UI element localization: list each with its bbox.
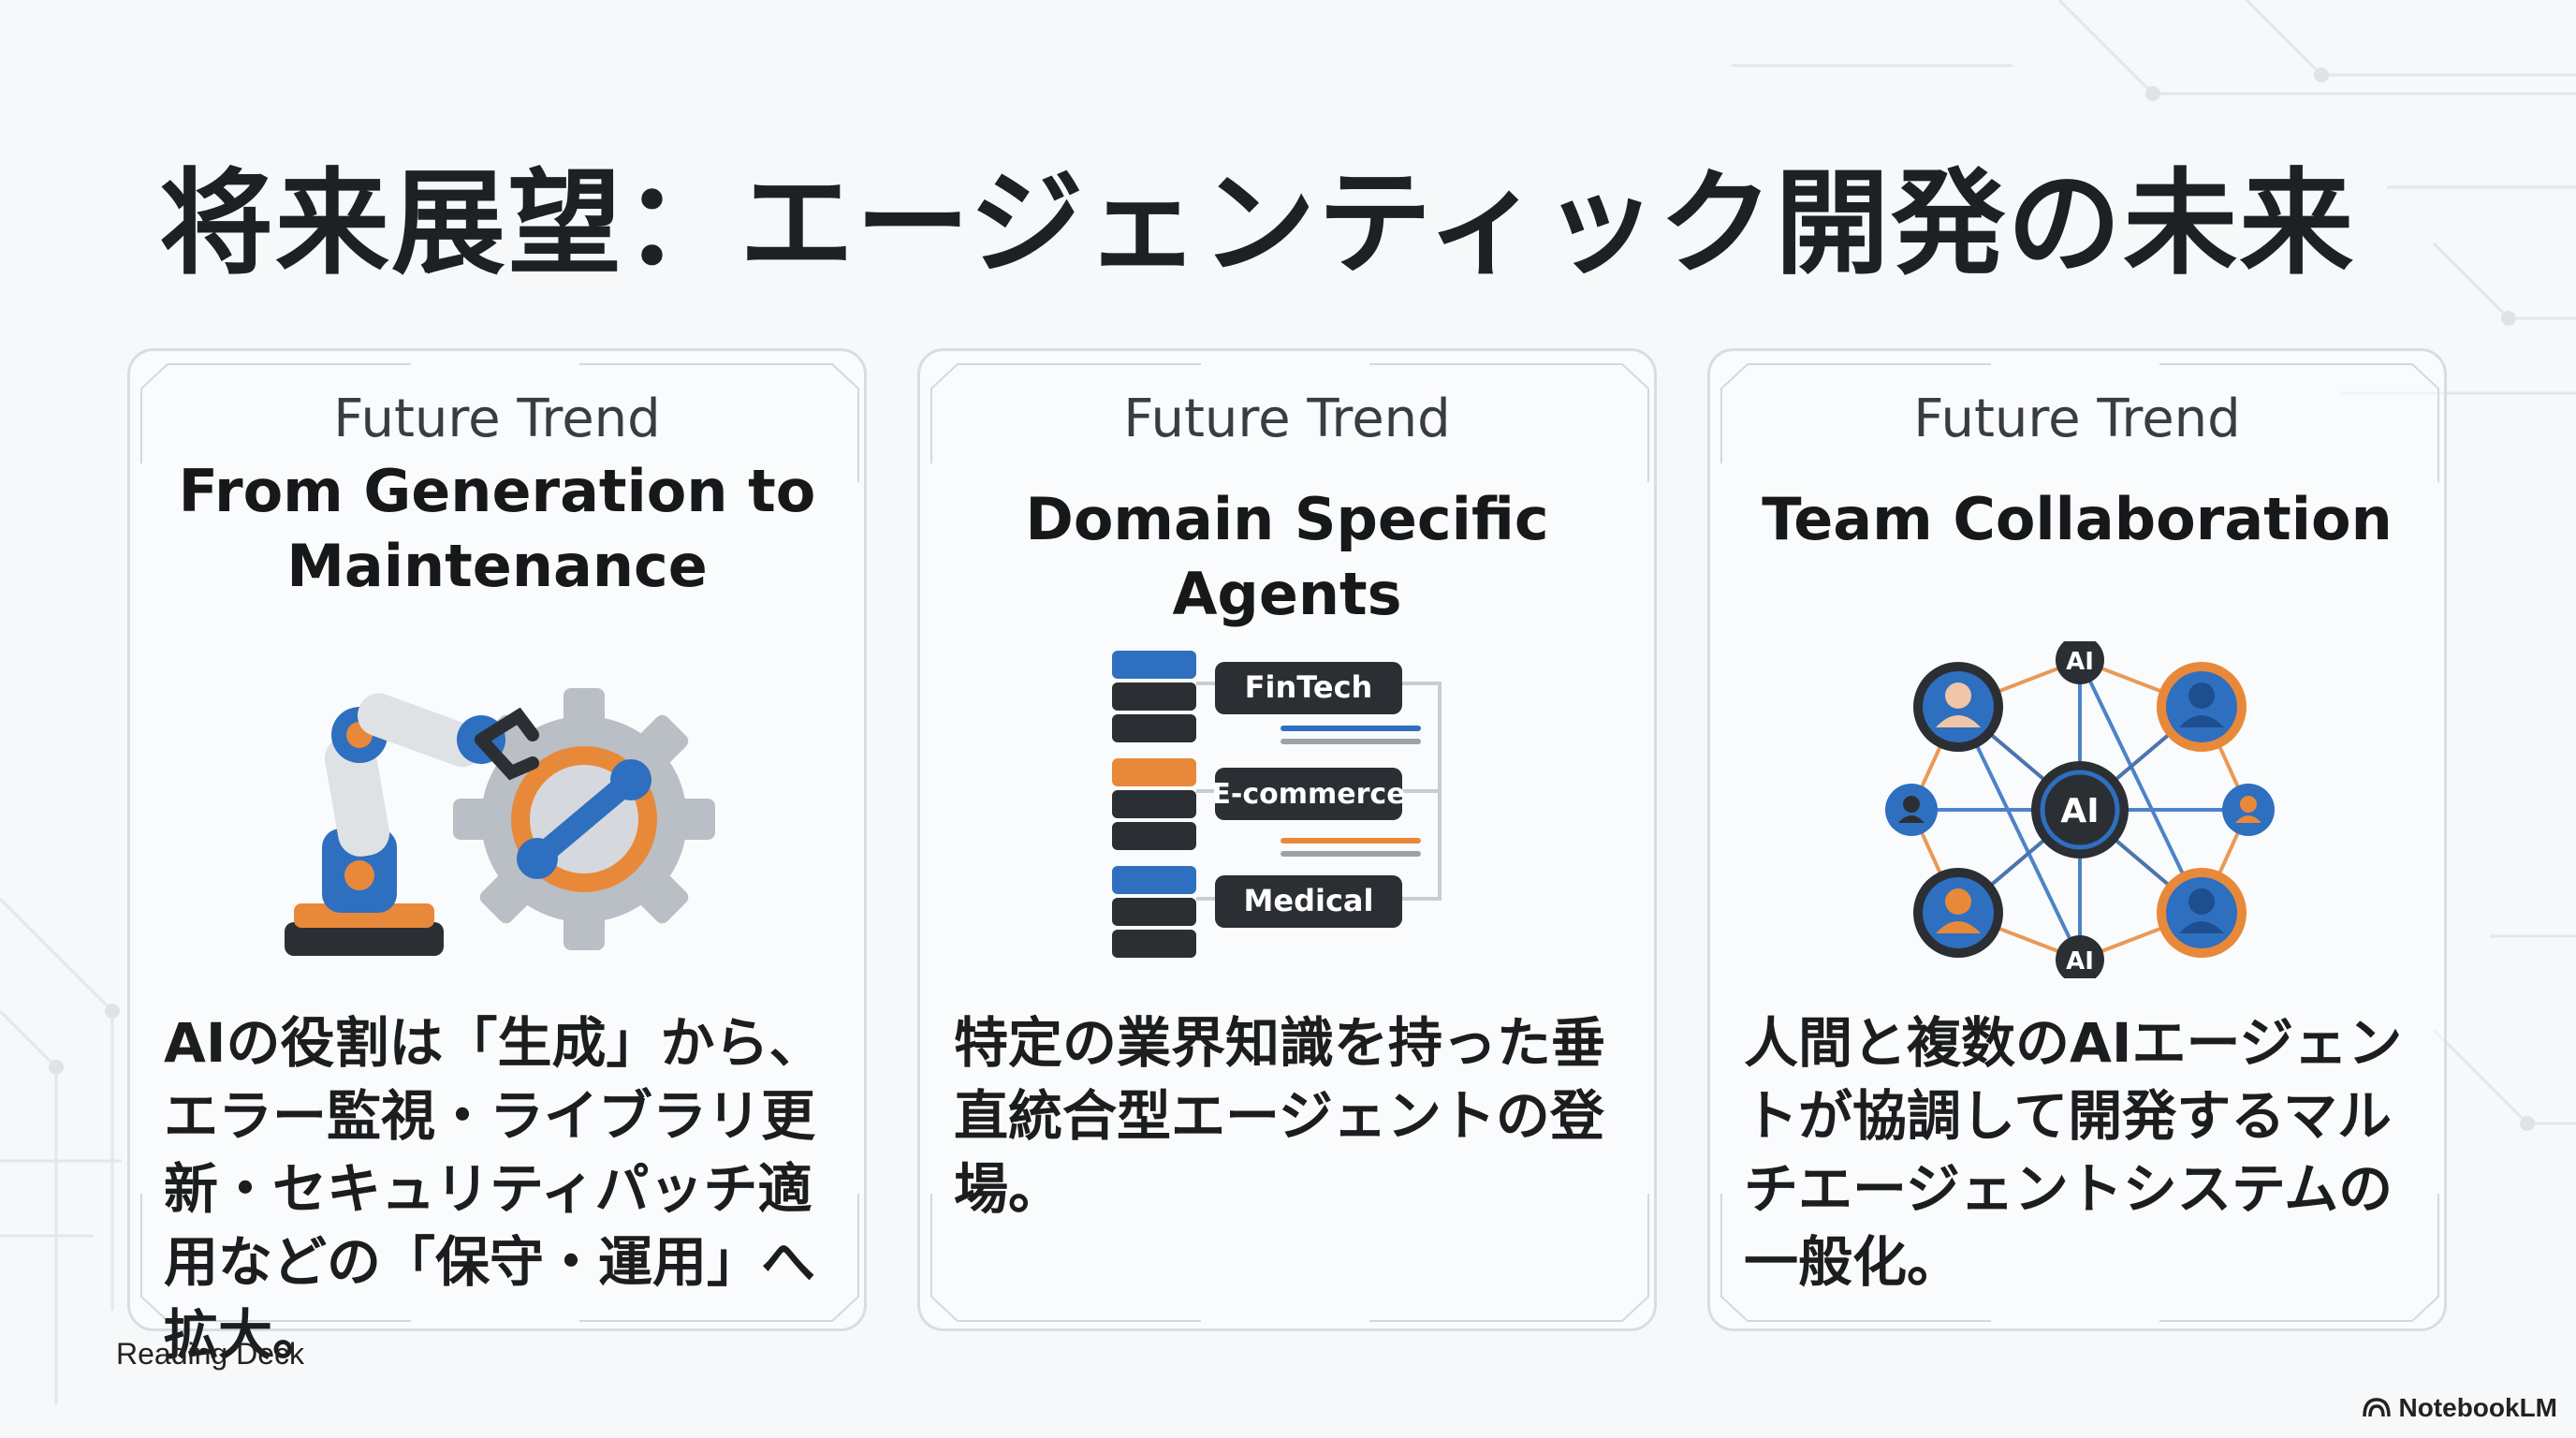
slide-title: 将来展望：エージェンティック開発の未来 [159, 157, 2356, 290]
card-title: From Generation to Maintenance [178, 457, 816, 600]
person-node-icon [2157, 868, 2247, 958]
trend-card-maintenance: Future Trend From Generation to Maintena… [127, 348, 867, 1367]
domain-label-fintech: FinTech [1245, 669, 1373, 705]
notebooklm-logo-icon [2363, 1398, 2392, 1417]
trend-card-domain-agents: Future Trend Domain Specific Agents [917, 348, 1657, 1331]
card-body: AIの役割は「生成」から、エラー監視・ライブラリ更新・セキュリティパッチ適用など… [164, 1011, 824, 1367]
ai-node-center: AI [2060, 792, 2099, 830]
footer-deck-label: Reading Deck [116, 1337, 304, 1371]
person-node-icon [1885, 784, 1938, 836]
server-stack-icon [1112, 651, 1196, 742]
robot-arm-gear-icon [285, 688, 715, 956]
card-eyebrow: Future Trend [1123, 389, 1451, 449]
server-stack-icon [1112, 866, 1196, 958]
domain-label-ecommerce: E-commerce [1211, 778, 1405, 811]
footer-brand-label: NotebookLM [2398, 1393, 2557, 1422]
ai-node-top: AI [2066, 648, 2094, 676]
footer-brand: NotebookLM [2363, 1393, 2557, 1423]
person-node-icon [2157, 662, 2247, 752]
card-title: Domain Specific Agents [1025, 485, 1549, 628]
domain-label-medical: Medical [1244, 883, 1374, 918]
ai-node-bottom: AI [2066, 947, 2094, 976]
card-body: 人間と複数のAIエージェントが協調して開発するマルチエージェントシステムの一般化… [1744, 1011, 2403, 1294]
card-eyebrow: Future Trend [333, 389, 661, 449]
server-stack-icon [1112, 758, 1196, 850]
trend-card-team-collaboration: Future Trend Team Collaboration [1707, 348, 2447, 1331]
person-node-icon [1913, 662, 2003, 752]
domain-servers-icon: FinTech E-commerce Medical [1112, 651, 1442, 958]
card-title: Team Collaboration [1762, 485, 2393, 553]
agent-network-icon: AI AI AI [1885, 641, 2275, 978]
card-body: 特定の業界知識を持った垂直統合型エージェントの登場。 [954, 1011, 1606, 1221]
person-node-icon [1913, 868, 2003, 958]
person-node-icon [2222, 784, 2275, 836]
card-eyebrow: Future Trend [1913, 389, 2241, 449]
